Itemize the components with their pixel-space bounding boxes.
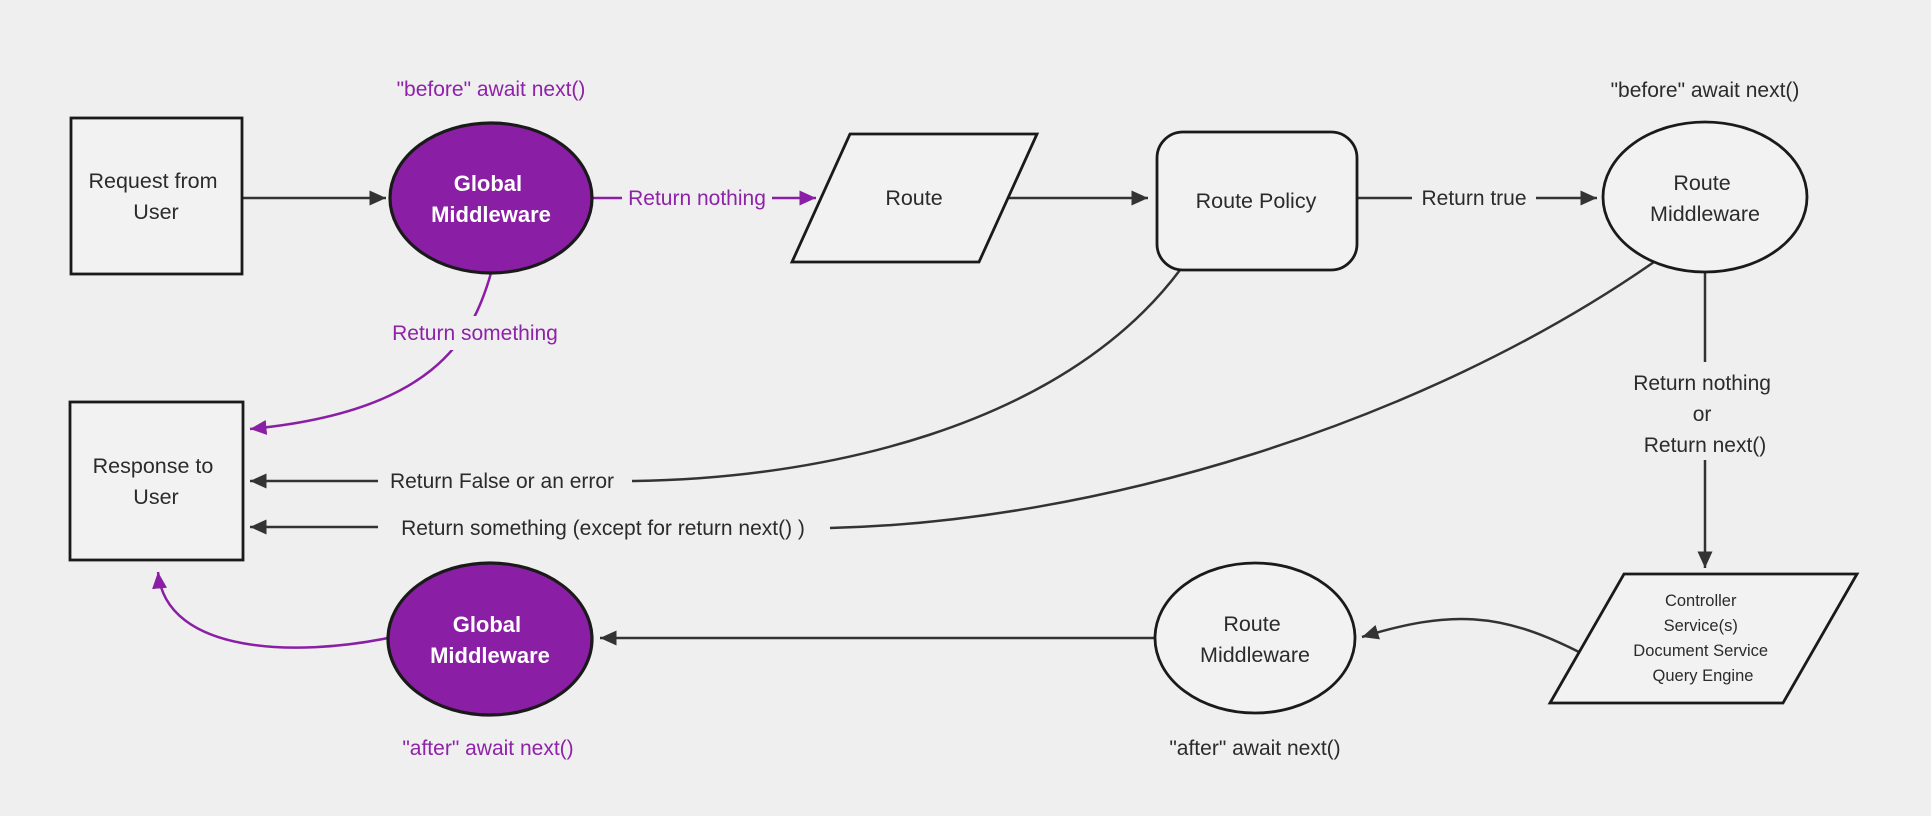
node-route-label: Route	[885, 186, 942, 210]
node-global-middleware-top	[388, 121, 594, 275]
node-route	[789, 132, 1040, 264]
edge-controller-to-route-middleware-bottom	[1361, 617, 1580, 654]
edge-label-before-await-next-top: "before" await next()	[397, 78, 586, 101]
edge-label-return-something-except: Return something (except for return next…	[401, 517, 805, 540]
edge-global-middleware-bottom-to-response	[152, 571, 389, 649]
node-route-middleware-top	[1601, 120, 1809, 274]
node-route-policy-label: Route Policy	[1196, 189, 1317, 213]
node-route-middleware-top-label: Route Middleware	[1650, 171, 1760, 226]
node-response-to-user-label: Response to User	[93, 454, 220, 509]
node-controller-services	[1547, 572, 1860, 705]
edge-label-return-nothing: Return nothing	[628, 187, 766, 210]
node-global-middleware-top-label: Global Middleware	[431, 171, 551, 227]
node-global-middleware-bottom	[386, 561, 594, 717]
node-global-middleware-bottom-label: Global Middleware	[430, 612, 550, 668]
node-request-from-user	[69, 116, 244, 276]
edge-label-return-something: Return something	[392, 322, 558, 345]
edge-label-before-await-next-right: "before" await next()	[1611, 79, 1800, 102]
node-route-policy	[1155, 130, 1359, 272]
node-controller-services-label: Controller Service(s) Document Service Q…	[1633, 592, 1772, 685]
edge-label-return-false-or-error: Return False or an error	[390, 470, 614, 493]
node-response-to-user	[68, 400, 245, 562]
edge-route-policy-return-false-curve	[631, 269, 1181, 483]
edge-route-middleware-return-something-curve	[829, 260, 1655, 530]
node-route-middleware-bottom-label: Route Middleware	[1200, 612, 1310, 667]
return-something-label-bg	[383, 316, 567, 350]
edge-label-after-await-next-left: "after" await next()	[402, 737, 573, 760]
edge-label-return-true: Return true	[1421, 187, 1526, 210]
edge-label-after-await-next-right: "after" await next()	[1169, 737, 1340, 760]
edge-label-return-nothing-or: Return nothing or Return next()	[1633, 372, 1777, 457]
edge-global-middleware-return-something	[249, 272, 493, 435]
node-route-middleware-bottom	[1153, 561, 1357, 715]
node-request-from-user-label: Request from User	[88, 169, 223, 224]
